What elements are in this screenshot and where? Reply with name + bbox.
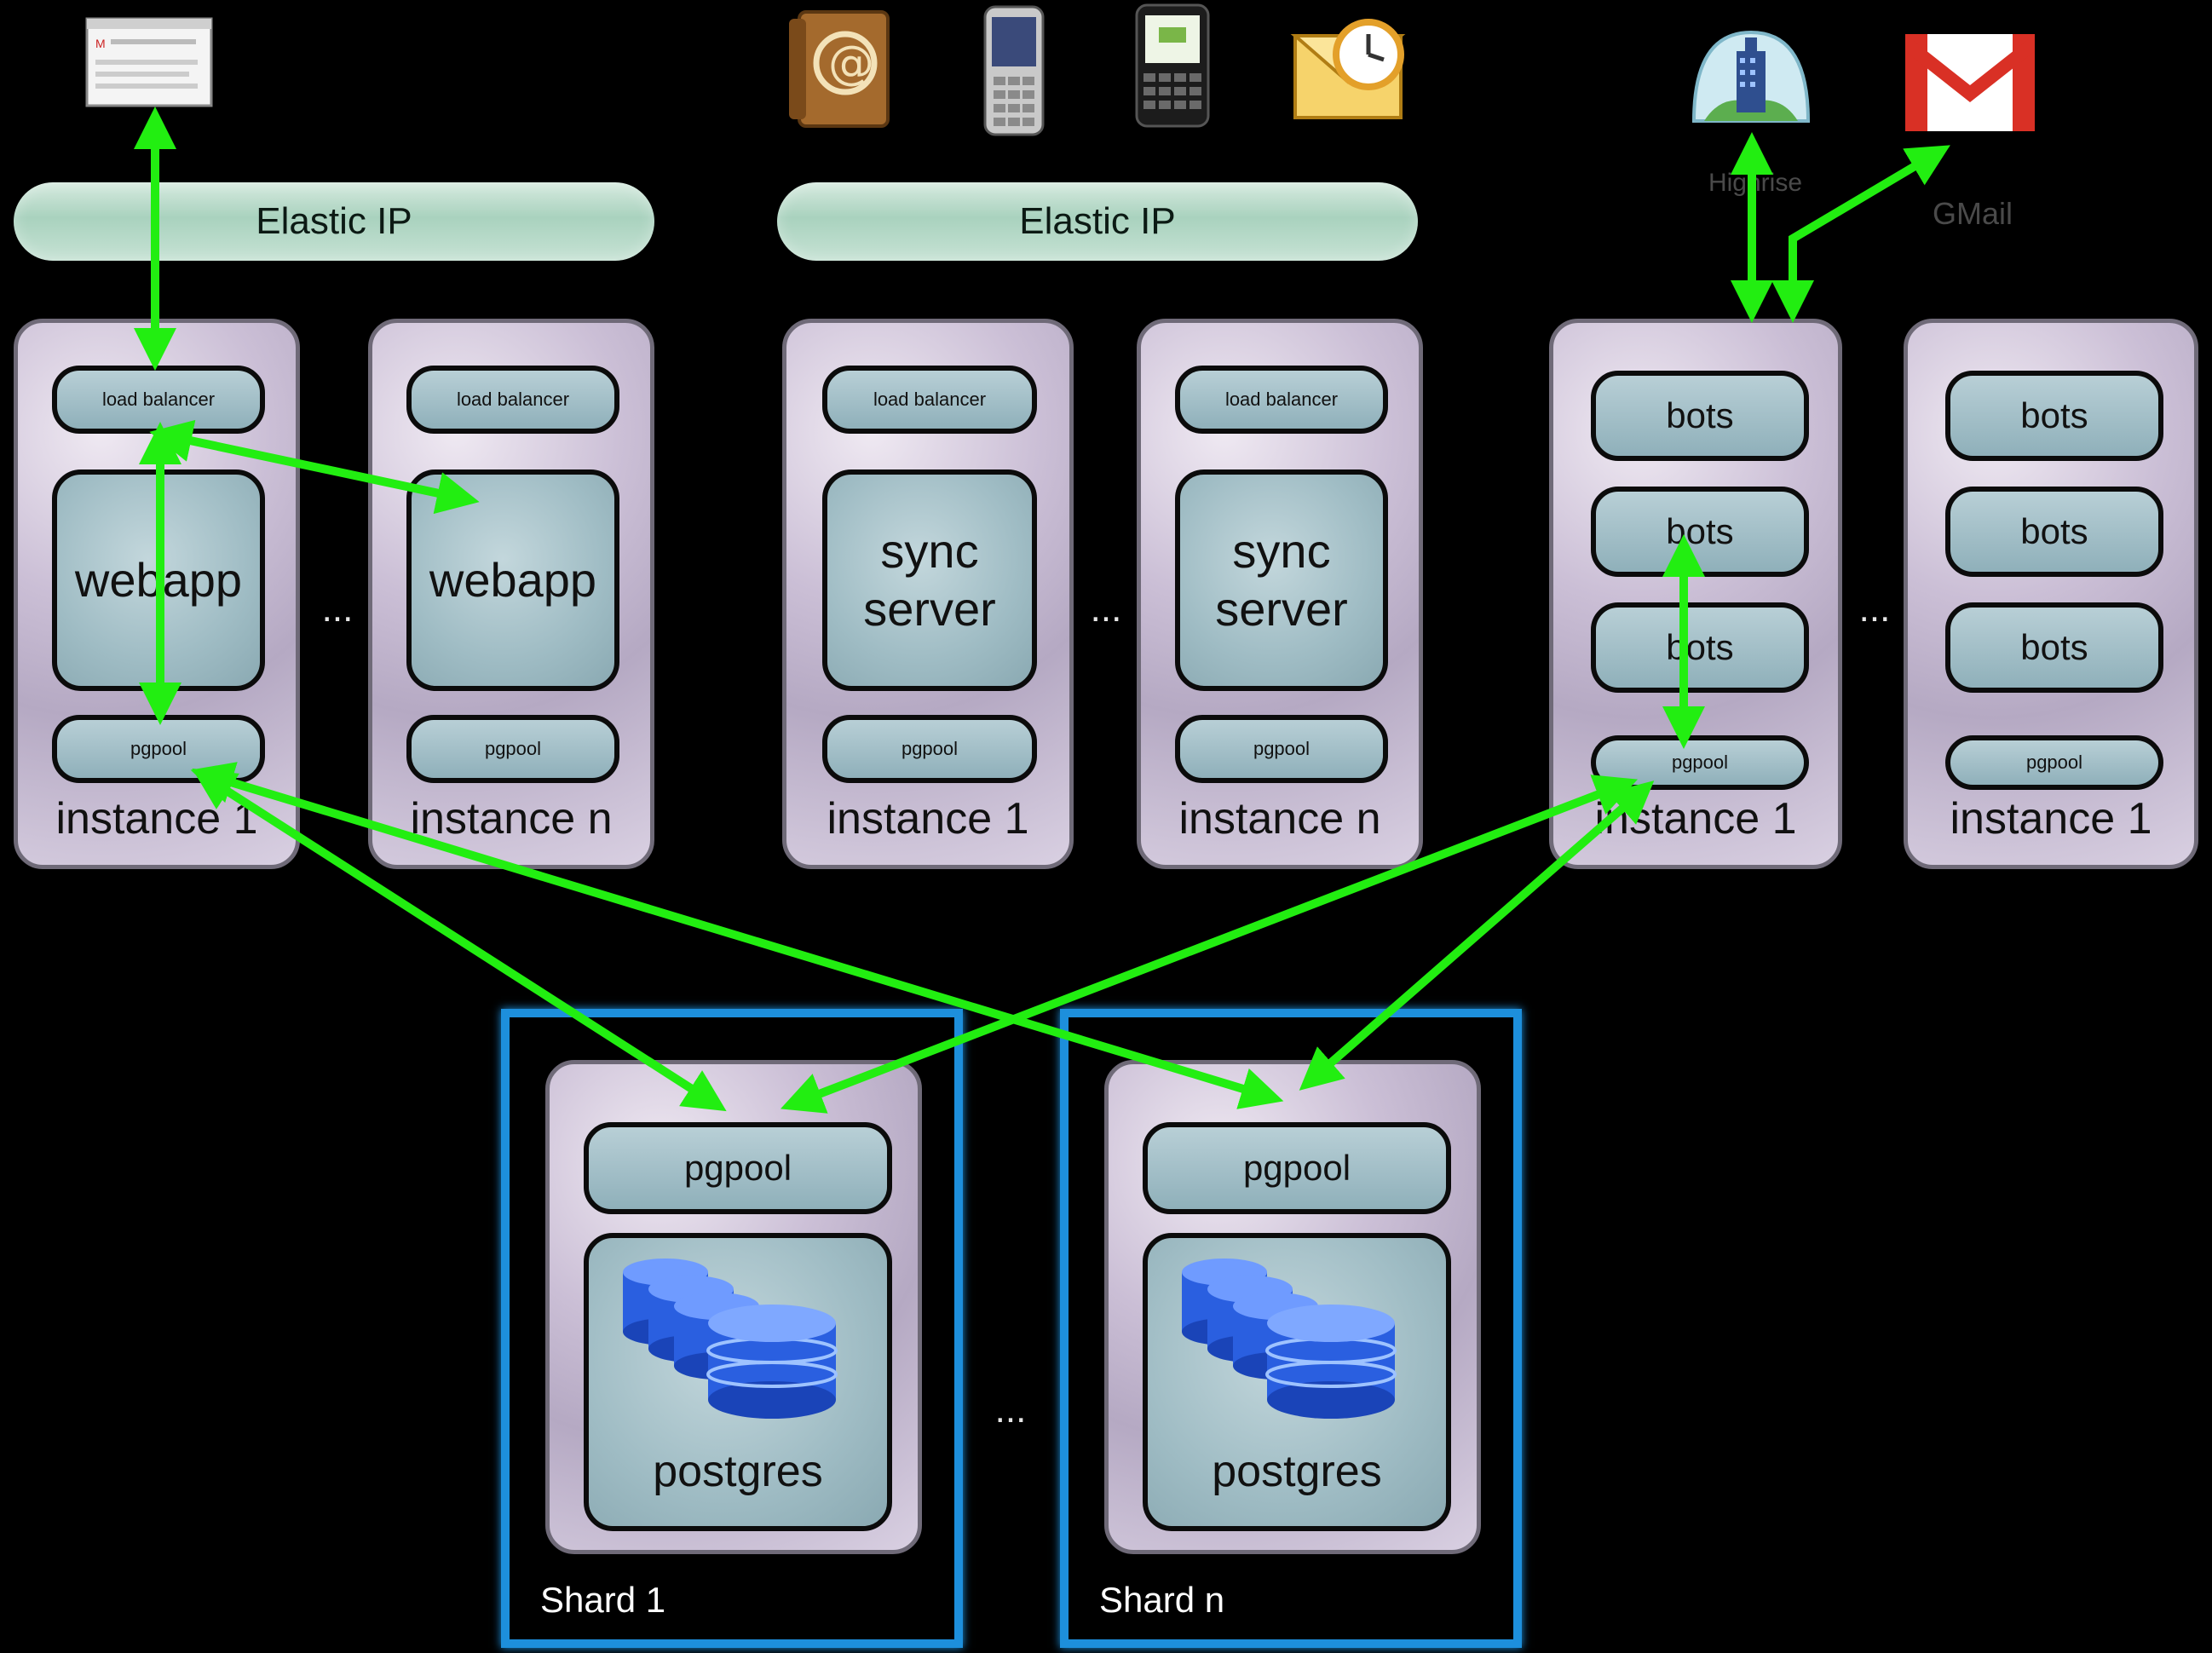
load-balancer: load balancer <box>406 366 619 434</box>
postgres-core: postgres <box>584 1233 892 1531</box>
elastic-ip-sync: Elastic IP <box>777 182 1418 261</box>
bots-process: bots <box>1591 371 1809 461</box>
ellipsis: ... <box>1090 588 1122 630</box>
webapp-instance-1: load balancer webapp pgpool instance 1 <box>14 319 300 869</box>
load-balancer: load balancer <box>1175 366 1388 434</box>
pgpool: pgpool <box>52 715 265 783</box>
postgres-label: postgres <box>653 1447 823 1496</box>
bots-process: bots <box>1591 602 1809 693</box>
load-balancer: load balancer <box>52 366 265 434</box>
sync-instance-1: load balancer sync server pgpool instanc… <box>782 319 1074 869</box>
pgpool: pgpool <box>584 1122 892 1214</box>
elastic-ip-webapp: Elastic IP <box>14 182 654 261</box>
shard-instance: pgpool postgres <box>545 1060 922 1554</box>
pgpool: pgpool <box>1143 1122 1451 1214</box>
highrise-label: Highrise <box>1708 169 1803 197</box>
sony-ericsson-phone-icon <box>980 5 1048 136</box>
pgpool: pgpool <box>1591 735 1809 790</box>
shard-instance: pgpool postgres <box>1104 1060 1481 1554</box>
ellipsis: ... <box>1858 588 1891 630</box>
bots-process: bots <box>1945 487 2163 577</box>
instance-label: instance n <box>1178 794 1381 844</box>
sync-instance-n: load balancer sync server pgpool instanc… <box>1137 319 1423 869</box>
instance-label: instance 1 <box>827 794 1029 844</box>
pgpool: pgpool <box>1175 715 1388 783</box>
shard-label: Shard n <box>1099 1580 1225 1620</box>
pgpool: pgpool <box>1945 735 2163 790</box>
ellipsis: ... <box>994 1389 1027 1431</box>
shard-n: pgpool postgres <box>1060 1009 1522 1648</box>
database-stack-icon <box>1182 1258 1397 1419</box>
svg-text:@: @ <box>828 36 874 89</box>
ellipsis: ... <box>321 588 354 630</box>
svg-text:M: M <box>95 37 106 50</box>
bots-process: bots <box>1945 602 2163 693</box>
instance-label: instance 1 <box>55 794 258 844</box>
instance-label: instance 1 <box>1950 794 2152 844</box>
load-balancer: load balancer <box>822 366 1037 434</box>
blackberry-phone-icon <box>1133 3 1212 128</box>
address-book-icon: @ <box>784 7 895 131</box>
instance-label: instance n <box>410 794 613 844</box>
bots-instance-2: bots bots bots pgpool instance 1 <box>1904 319 2198 869</box>
shard-1: pgpool postgres <box>501 1009 963 1648</box>
pgpool: pgpool <box>406 715 619 783</box>
browser-screenshot-icon: M <box>85 17 213 107</box>
pgpool: pgpool <box>822 715 1037 783</box>
outlook-icon <box>1287 10 1411 124</box>
database-stack-icon <box>623 1258 838 1419</box>
gmail-label: GMail <box>1932 196 2013 231</box>
webapp-instance-n: load balancer webapp pgpool instance n <box>368 319 654 869</box>
instance-label: instance 1 <box>1594 794 1797 844</box>
postgres-core: postgres <box>1143 1233 1451 1531</box>
highrise-icon <box>1687 26 1815 131</box>
postgres-label: postgres <box>1212 1447 1382 1496</box>
sync-server-core: sync server <box>822 469 1037 691</box>
bots-process: bots <box>1591 487 1809 577</box>
webapp-core: webapp <box>406 469 619 691</box>
gmail-icon <box>1902 31 2038 135</box>
bots-process: bots <box>1945 371 2163 461</box>
webapp-core: webapp <box>52 469 265 691</box>
shard-label: Shard 1 <box>540 1580 666 1620</box>
sync-server-core: sync server <box>1175 469 1388 691</box>
bots-instance-1: bots bots bots pgpool instance 1 <box>1549 319 1842 869</box>
